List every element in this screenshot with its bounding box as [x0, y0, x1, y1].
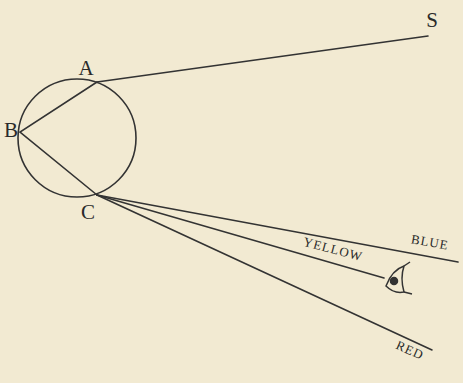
eye-symbol	[386, 262, 412, 294]
color-label: BLUE	[410, 232, 450, 251]
incident-ray	[97, 36, 428, 82]
raindrop-circle	[18, 79, 136, 197]
yellow-ray	[97, 195, 384, 278]
color-label: RED	[394, 338, 426, 362]
internal-ray	[20, 82, 97, 195]
point-label: B	[4, 120, 18, 141]
point-label: A	[78, 58, 93, 79]
point-label: C	[81, 202, 95, 223]
red-ray	[97, 195, 432, 350]
point-label: S	[426, 10, 438, 31]
blue-ray	[97, 195, 458, 262]
